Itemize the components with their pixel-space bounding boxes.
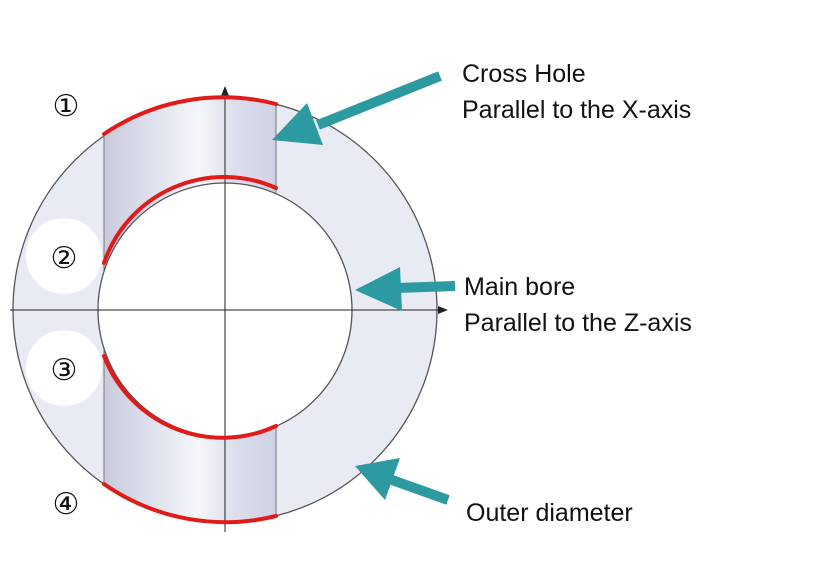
y-axis-arrowhead	[221, 86, 229, 96]
inner-upper-intersection-edge	[102, 174, 278, 265]
main-bore-label: Main bore	[464, 273, 575, 301]
main-bore-sublabel: Parallel to the Z-axis	[464, 309, 692, 337]
cross-hole-label: Cross Hole	[462, 60, 586, 88]
outer-diameter-arrowhead	[355, 458, 400, 500]
outer-bottom-intersection-edge	[102, 482, 278, 525]
marker-1: ①	[53, 89, 80, 124]
marker-3-backdrop	[26, 330, 102, 406]
marker-3: ③	[51, 353, 78, 388]
outer-top-intersection-edge	[102, 95, 278, 136]
outer-diameter-arrow-shaft	[390, 475, 450, 505]
x-axis-arrowhead	[438, 306, 448, 314]
outer-diameter-label: Outer diameter	[466, 499, 633, 527]
marker-4: ④	[53, 487, 80, 522]
main-bore-arrow-shaft	[395, 281, 456, 293]
cross-hole-arrow-shaft	[316, 71, 442, 130]
main-bore-arrowhead	[355, 267, 402, 311]
inner-lower-intersection-edge	[102, 354, 278, 440]
cross-hole-sublabel: Parallel to the X-axis	[462, 96, 691, 124]
marker-2-backdrop	[26, 218, 102, 294]
cross-hole-arrowhead	[272, 103, 323, 145]
marker-2: ②	[51, 241, 78, 276]
